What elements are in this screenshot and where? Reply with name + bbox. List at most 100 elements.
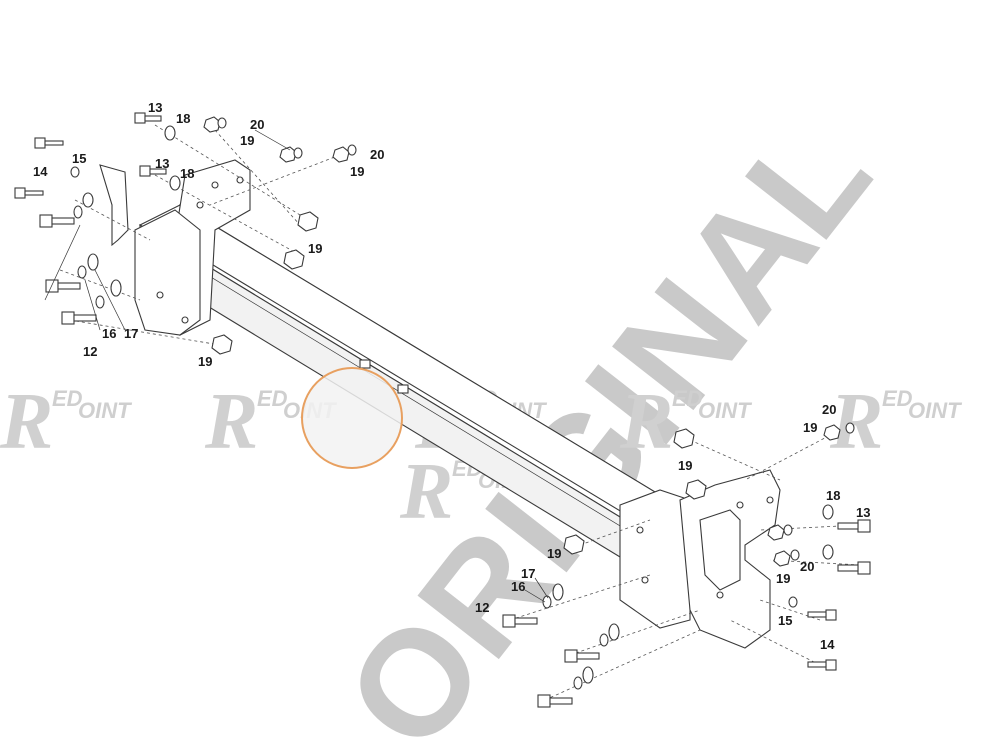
svg-text:OINT: OINT [78,398,132,423]
washer-icon [822,544,834,560]
nut-icon [203,116,221,133]
bolt-icon [45,279,81,293]
nut-icon [211,334,233,355]
washer-icon [582,666,594,684]
redpoint-logo: R ED OINT [204,378,337,466]
washer-icon [573,676,583,690]
callout-label: 18 [180,166,194,181]
washer-icon [82,192,94,208]
callout-label: 13 [155,156,169,171]
washer-icon [73,205,83,219]
callout-label: 19 [198,354,212,369]
washer-icon [599,633,609,647]
washer-icon [70,166,80,178]
callout-label: 20 [800,559,814,574]
svg-text:R: R [204,378,258,466]
washer-icon [552,583,564,601]
bolt-icon [139,165,167,177]
redpoint-logo: R ED OINT [619,378,752,466]
lock-washer-icon [293,147,303,159]
washer-icon [169,175,181,191]
washer-icon [788,596,798,608]
left-callouts: 13 18 20 19 15 14 13 18 20 19 19 16 17 1… [33,100,384,369]
highlight-circle [301,367,403,469]
nut-icon [563,534,585,555]
lock-washer-icon [347,144,357,156]
bolt-icon [837,561,871,575]
assembly-lines [59,124,861,701]
callout-label: 18 [826,488,840,503]
bolt-icon [134,112,162,124]
callout-label: 17 [124,326,138,341]
callout-label: 19 [308,241,322,256]
washer-icon [608,623,620,641]
callout-label: 19 [350,164,364,179]
callout-label: 13 [856,505,870,520]
bolt-icon [807,659,837,671]
svg-text:R: R [0,378,53,466]
callout-label: 12 [475,600,489,615]
callout-label: 19 [803,420,817,435]
callout-label: 18 [176,111,190,126]
nut-icon [332,146,350,163]
washer-icon [95,295,105,309]
right-callouts: 20 19 19 18 13 19 20 17 16 19 12 15 14 [475,402,870,652]
callout-label: 13 [148,100,162,115]
washer-icon [87,253,99,271]
redpoint-logo: R ED OINT [0,378,132,466]
svg-text:ED: ED [672,386,703,411]
washer-icon [77,265,87,279]
bolt-icon [837,519,871,533]
bolt-icon [14,187,44,199]
callout-label: 19 [776,571,790,586]
svg-text:ED: ED [257,386,288,411]
callout-leaders [44,129,549,603]
washer-icon [110,279,122,297]
washer-icon [542,595,552,609]
right-fasteners [502,422,871,708]
nut-icon [673,428,695,449]
nut-icon [283,249,305,270]
callout-label: 20 [250,117,264,132]
nut-icon [823,424,841,441]
svg-text:OINT: OINT [908,398,962,423]
callout-label: 19 [678,458,692,473]
bolt-icon [34,137,64,149]
bolt-icon [564,649,600,663]
nut-icon [767,524,785,541]
bolt-icon [807,609,837,621]
callout-label: 20 [370,147,384,162]
svg-text:ED: ED [882,386,913,411]
nut-icon [773,550,791,567]
bolt-icon [61,311,97,325]
callout-label: 16 [511,579,525,594]
left-fasteners [14,112,357,355]
lock-washer-icon [783,524,793,536]
callout-label: 15 [72,151,86,166]
callout-label: 20 [822,402,836,417]
original-watermark: O R I G I N A L [313,92,902,750]
callout-label: 15 [778,613,792,628]
svg-text:R: R [399,448,453,536]
svg-text:R: R [829,378,883,466]
lock-washer-icon [790,549,800,561]
callout-label: 19 [240,133,254,148]
callout-label: 16 [102,326,116,341]
lock-washer-icon [845,422,855,434]
left-mounting-bracket [99,159,251,336]
callout-label: 17 [521,566,535,581]
nut-icon [685,479,707,500]
bolt-icon [39,214,75,228]
washer-icon [822,504,834,520]
bolt-icon [502,614,538,628]
callout-label: 12 [83,344,97,359]
lock-washer-icon [217,117,227,129]
redpoint-logo: R ED OINT [829,378,962,466]
nut-icon [279,146,297,163]
washer-icon [164,125,176,141]
svg-text:ED: ED [52,386,83,411]
bolt-icon [537,694,573,708]
nut-icon [297,211,319,232]
